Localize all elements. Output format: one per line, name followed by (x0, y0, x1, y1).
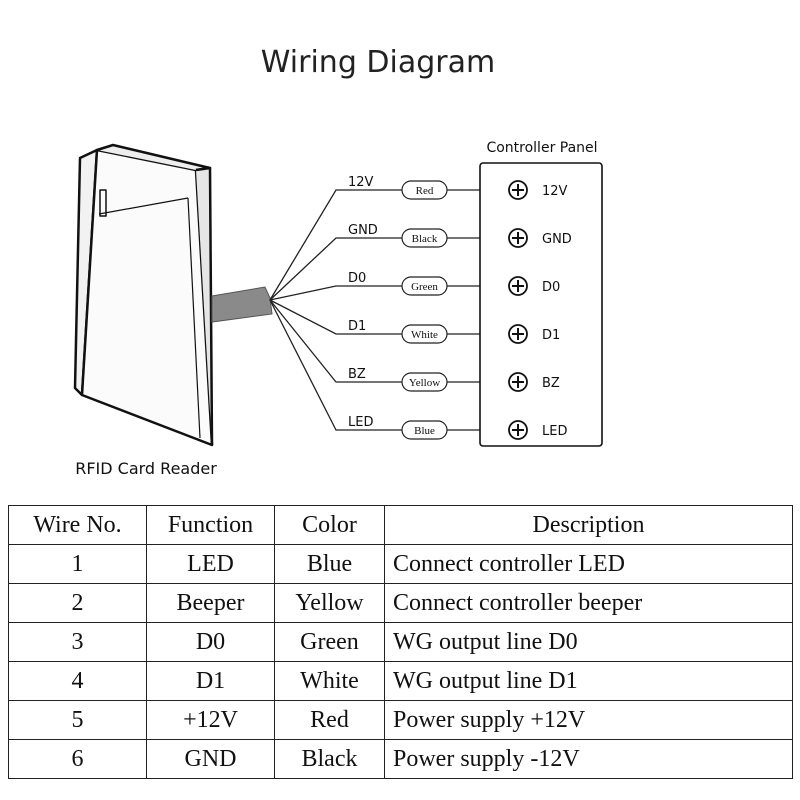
cell-wire-no: 1 (8, 544, 147, 584)
cell-color: Green (274, 622, 385, 662)
wire-line (269, 189, 402, 301)
terminal-gnd: GND (508, 228, 572, 248)
plus-circle-icon (508, 420, 528, 440)
cell-description: WG output line D1 (384, 661, 793, 701)
header-wire-no: Wire No. (8, 505, 147, 545)
plus-circle-icon (508, 180, 528, 200)
header-color: Color (274, 505, 385, 545)
table-header-row: Wire No. Function Color Description (8, 505, 793, 545)
reader-inner-line-2 (187, 197, 201, 439)
plus-circle-icon (508, 324, 528, 344)
terminal-label: LED (542, 424, 567, 439)
wire-color-tag (401, 276, 448, 296)
wire-label: D1 (348, 319, 366, 334)
plus-circle-icon (508, 228, 528, 248)
cell-function: +12V (146, 700, 275, 740)
header-description: Description (384, 505, 793, 545)
table-row: 6 GND Black Power supply -12V (8, 739, 793, 779)
terminal-bz: BZ (508, 372, 560, 392)
wire-line (269, 285, 402, 301)
wire-color-tag (401, 180, 448, 200)
cell-function: D0 (146, 622, 275, 662)
terminal-d1: D1 (508, 324, 560, 344)
wire-color-tag (401, 324, 448, 344)
cell-description: WG output line D0 (384, 622, 793, 662)
wire-line (269, 299, 402, 335)
reader-label: RFID Card Reader (75, 459, 217, 478)
cell-description: Power supply -12V (384, 739, 793, 779)
table-row: 5 +12V Red Power supply +12V (8, 700, 793, 740)
cell-function: LED (146, 544, 275, 584)
controller-panel-label: Controller Panel (486, 140, 597, 156)
wire-color-tag (401, 372, 448, 392)
terminal-led: LED (508, 420, 567, 440)
wire-color-label: Blue (414, 425, 435, 437)
cell-description: Power supply +12V (384, 700, 793, 740)
terminal-d0: D0 (508, 276, 560, 296)
table-row: 1 LED Blue Connect controller LED (8, 544, 793, 584)
cell-color: White (274, 661, 385, 701)
cell-description: Connect controller LED (384, 544, 793, 584)
wire-bz: BZ Yellow (269, 299, 480, 392)
terminal-label: 12V (542, 184, 568, 199)
reader-inner-line (98, 197, 189, 215)
wire-color-tag (401, 228, 448, 248)
table-row: 4 D1 White WG output line D1 (8, 661, 793, 701)
cell-function: Beeper (146, 583, 275, 623)
wire-color-label: Red (416, 185, 434, 197)
wire-label: D0 (348, 271, 366, 286)
table-row: 3 D0 Green WG output line D0 (8, 622, 793, 662)
wire-color-label: White (411, 329, 438, 341)
cell-wire-no: 5 (8, 700, 147, 740)
wire-label: BZ (348, 367, 366, 382)
plus-circle-icon (508, 276, 528, 296)
wire-color-tag (401, 420, 448, 440)
plus-circle-icon (508, 372, 528, 392)
header-function: Function (146, 505, 275, 545)
cell-wire-no: 4 (8, 661, 147, 701)
controller-panel (479, 162, 603, 447)
wire-12v: 12V Red (269, 175, 480, 301)
reader-right-edge (195, 166, 214, 446)
cell-wire-no: 2 (8, 583, 147, 623)
wire-label: GND (348, 223, 378, 238)
table-row: 2 Beeper Yellow Connect controller beepe… (8, 583, 793, 623)
cell-function: GND (146, 739, 275, 779)
wire-label: LED (348, 415, 373, 430)
wire-label: 12V (348, 175, 374, 190)
terminal-label: GND (542, 232, 572, 247)
cell-color: Yellow (274, 583, 385, 623)
cell-wire-no: 3 (8, 622, 147, 662)
wire-color-label: Green (411, 281, 438, 293)
terminal-label: D0 (542, 280, 560, 295)
wiring-diagram: Wiring Diagram RFID Card Reader 12V RedGN… (73, 45, 603, 478)
diagram-title: Wiring Diagram (261, 45, 495, 80)
cell-function: D1 (146, 661, 275, 701)
cell-color: Black (274, 739, 385, 779)
reader-cable (211, 286, 273, 323)
terminal-12v: 12V (508, 180, 568, 200)
terminal-label: D1 (542, 328, 560, 343)
wire-color-label: Yellow (409, 377, 440, 389)
reader-indicator (99, 189, 107, 217)
wire-line (269, 299, 402, 383)
wire-spec-table: Wire No. Function Color Description 1 LE… (8, 505, 793, 779)
cell-color: Red (274, 700, 385, 740)
wire-line (269, 299, 402, 431)
wire-line (269, 237, 402, 301)
cell-wire-no: 6 (8, 739, 147, 779)
wire-led: LED Blue (269, 299, 480, 440)
terminal-label: BZ (542, 376, 560, 391)
cell-color: Blue (274, 544, 385, 584)
cell-description: Connect controller beeper (384, 583, 793, 623)
wire-gnd: GND Black (269, 223, 480, 301)
wire-color-label: Black (412, 233, 438, 245)
card-reader-illustration (73, 143, 214, 447)
